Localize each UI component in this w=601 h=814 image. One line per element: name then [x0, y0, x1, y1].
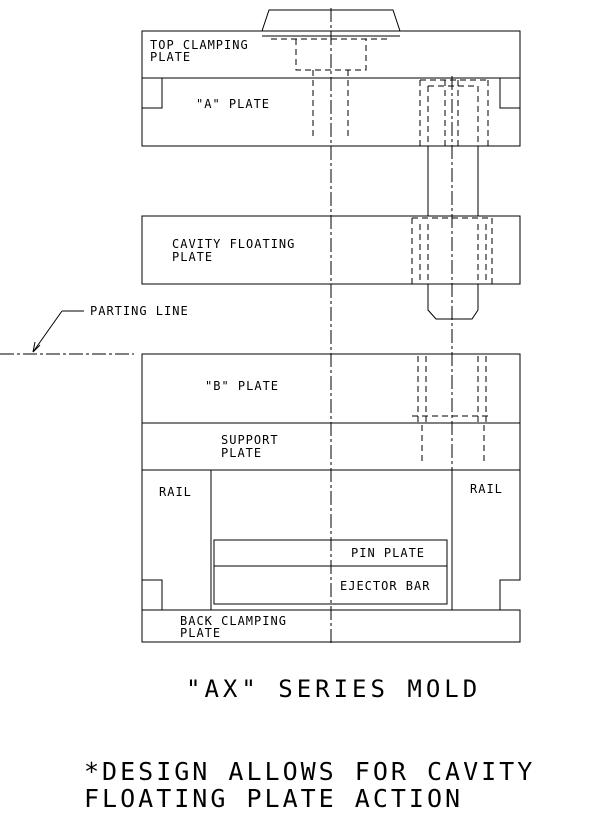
top-clamping-plate-label-line2: PLATE — [150, 50, 191, 64]
drawing-title: "AX" SERIES MOLD — [186, 675, 481, 703]
bolt-tip — [427, 284, 479, 320]
support-plate-label-line2: PLATE — [221, 446, 262, 460]
a-plate-right-notch — [499, 77, 520, 109]
back-clamping-plate-label-line1: BACK CLAMPING — [180, 614, 287, 628]
b-plate-bolt-hidden — [412, 356, 492, 423]
parting-line-label: PARTING LINE — [90, 304, 189, 318]
rail-right-label: RAIL — [470, 482, 503, 496]
pin-plate-label: PIN PLATE — [351, 546, 425, 560]
sprue-bushing-hidden — [271, 38, 388, 140]
support-plate-bolt-hidden — [421, 425, 485, 465]
b-plate-label: "B" PLATE — [205, 379, 279, 393]
a-plate-label: "A" PLATE — [196, 97, 270, 111]
a-plate-bolt-hidden — [419, 79, 489, 146]
rail-left-label: RAIL — [159, 485, 192, 499]
back-clamping-plate-label-line2: PLATE — [180, 626, 221, 640]
parting-line-leader — [32, 310, 84, 353]
rail-left — [141, 470, 212, 610]
guide-bolt — [427, 146, 479, 216]
support-plate-label-line1: SUPPORT — [221, 433, 279, 447]
parting-line-arrow — [32, 341, 41, 353]
ejector-bar-label: EJECTOR BAR — [340, 579, 430, 593]
cavity-floating-plate-label-line2: PLATE — [172, 250, 213, 264]
rail-right — [451, 470, 521, 610]
cavity-floating-plate-label-line1: CAVITY FLOATING — [172, 237, 295, 251]
top-clamping-plate-label-line1: TOP CLAMPING — [150, 38, 249, 52]
design-note-line2: FLOATING PLATE ACTION — [84, 784, 463, 813]
a-plate-left-notch — [142, 77, 163, 109]
design-note-line1: *DESIGN ALLOWS FOR CAVITY — [84, 757, 535, 786]
